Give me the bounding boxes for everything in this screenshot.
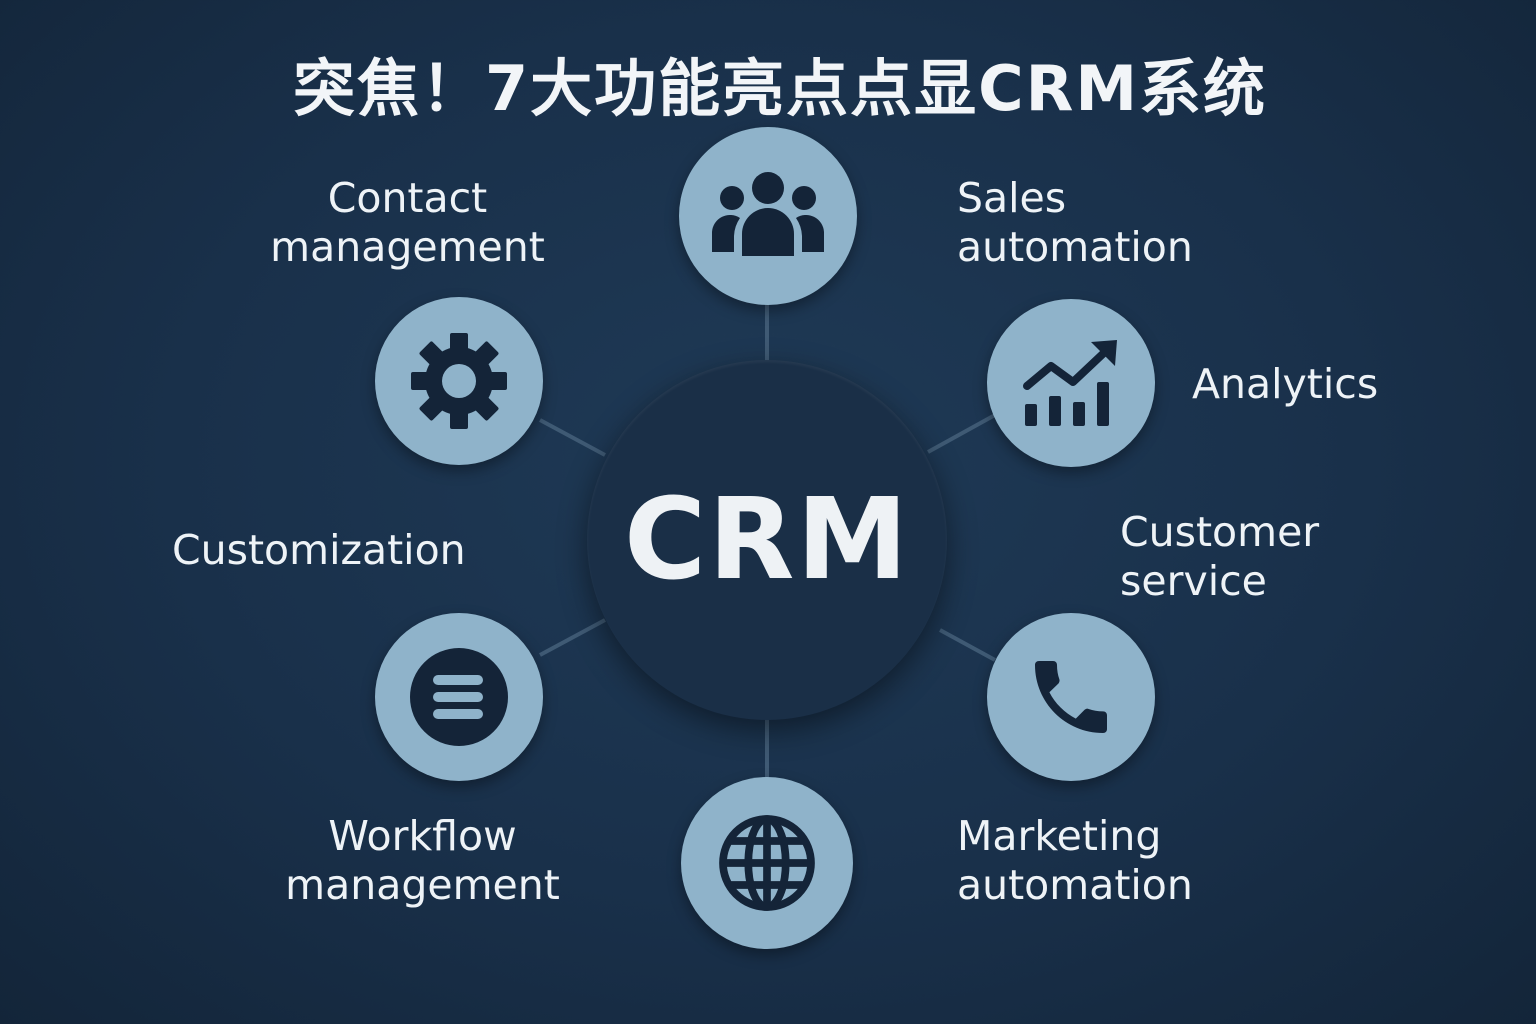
node-gear — [375, 297, 543, 465]
connector-lower-right — [939, 628, 996, 662]
label-line: automation — [957, 223, 1193, 271]
connector-upper-left — [539, 418, 606, 457]
people-icon — [712, 172, 824, 256]
globe-icon — [719, 815, 815, 911]
node-globe — [681, 777, 853, 949]
node-people — [679, 127, 857, 305]
label-line: Customer — [1120, 508, 1320, 556]
label-line: Sales — [957, 174, 1067, 222]
hub-label: CRM — [624, 475, 910, 605]
label-line: management — [285, 861, 560, 909]
label-line: Marketing — [957, 812, 1162, 860]
node-workflow — [375, 613, 543, 781]
connector-upper-right — [927, 413, 996, 454]
label-line: Workflow — [328, 812, 517, 860]
gear-icon — [411, 333, 507, 429]
label-customization: Customization — [172, 526, 466, 574]
label-line: automation — [957, 861, 1193, 909]
label-line: management — [270, 223, 545, 271]
phone-icon — [1035, 661, 1107, 733]
node-phone — [987, 613, 1155, 781]
growth-chart-icon — [1023, 340, 1117, 426]
list-icon — [410, 648, 508, 746]
connector-lower-left — [539, 618, 606, 657]
page-title: 突焦！7大功能亮点点显CRM系统 — [292, 52, 1268, 125]
node-analytics — [987, 299, 1155, 467]
label-line: Contact — [327, 174, 488, 222]
label-analytics: Analytics — [1192, 360, 1379, 408]
crm-hub: CRM — [587, 360, 947, 720]
label-line: service — [1120, 557, 1267, 605]
